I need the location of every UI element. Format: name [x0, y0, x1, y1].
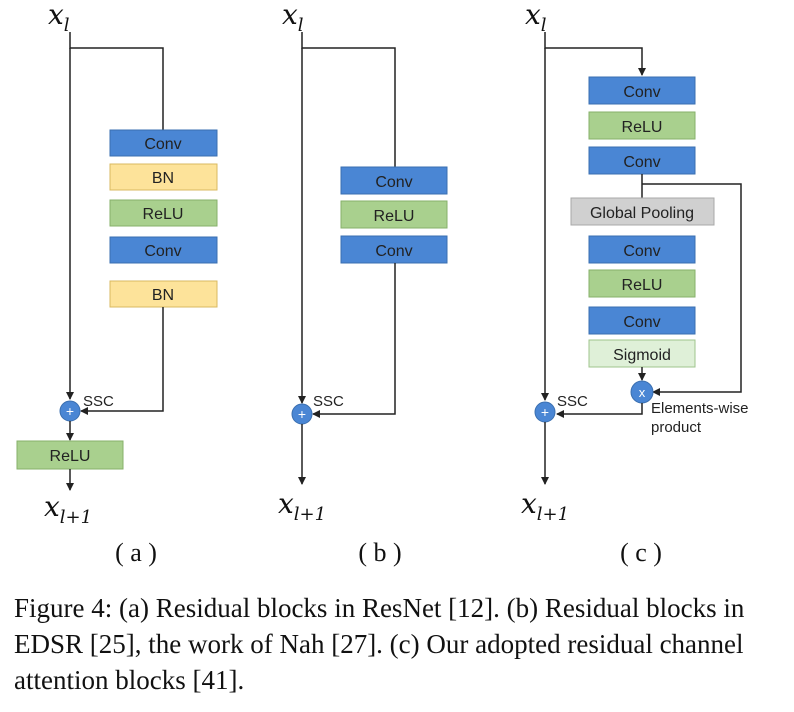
panel-c-attn-relu-label: ReLU [622, 277, 663, 294]
panel-c-conv-block-1 [588, 76, 696, 105]
panel-c-product-symbol: x [639, 385, 646, 400]
panel-c-global-pooling-label: Global Pooling [590, 205, 694, 222]
panel-b-relu-label: ReLU [374, 208, 415, 225]
panel-a-ssc-label: SSC [83, 393, 114, 410]
panel-a: xl Conv BN ReLU Conv BN + SSC ReLU xl+1 … [16, 0, 218, 567]
panel-b-relu-block [340, 200, 448, 229]
panel-a-bn-label-1: BN [152, 170, 174, 187]
panel-b-caption-label: ( b ) [358, 538, 401, 567]
panel-a-post-relu-block [16, 440, 124, 470]
panel-b-conv-block-1 [340, 166, 448, 195]
panel-b-input-branch [301, 32, 396, 167]
panel-a-conv-label-1: Conv [144, 136, 181, 153]
panel-c-output-label: xl+1 [521, 487, 569, 525]
figure-caption: Figure 4: (a) Residual blocks in ResNet … [14, 593, 745, 695]
panel-c-product-label-line1: Elements-wise [651, 400, 749, 417]
panel-a-add-symbol: + [66, 403, 74, 419]
panel-a-caption-label: ( a ) [115, 538, 157, 567]
panel-c-sigmoid-label: Sigmoid [613, 347, 671, 364]
panel-c-attn-relu-block [588, 269, 696, 298]
panel-c-feature-bypass [642, 183, 742, 396]
panel-c-relu-label-1: ReLU [622, 119, 663, 136]
panel-c-input-label: xl [525, 0, 547, 36]
panel-c-sigmoid-block [588, 339, 696, 368]
panel-c-input-branch [544, 32, 646, 76]
panel-c-attn-conv-block-1 [588, 235, 696, 264]
panel-a-bn-label-2: BN [152, 287, 174, 304]
residual-blocks-diagram: xl Conv BN ReLU Conv BN + SSC ReLU xl+1 … [16, 0, 749, 567]
panel-c-relu-block-1 [588, 111, 696, 140]
panel-a-output-label: xl+1 [44, 490, 92, 528]
panel-a-conv-block-2 [109, 236, 218, 264]
panel-b-add-symbol: + [298, 406, 306, 422]
panel-c-ssc-label: SSC [557, 393, 588, 410]
panel-b: xl Conv ReLU Conv + SSC xl+1 ( b ) [278, 0, 448, 567]
panel-b-conv-label-1: Conv [375, 174, 412, 191]
panel-b-conv-block-2 [340, 235, 448, 264]
panel-c-global-pooling-block [570, 197, 715, 226]
panel-c-residual-return [556, 403, 643, 418]
panel-c-add-symbol: + [541, 404, 549, 420]
panel-a-input-label: xl [48, 0, 70, 36]
panel-b-input-label: xl [282, 0, 304, 36]
panel-c-attn-conv-block-2 [588, 306, 696, 335]
panel-a-conv-label-2: Conv [144, 243, 181, 260]
panel-a-residual-return [80, 307, 164, 415]
panel-a-bn-block-2 [109, 280, 218, 308]
panel-c-attn-conv-label-2: Conv [623, 314, 660, 331]
panel-b-conv-label-2: Conv [375, 243, 412, 260]
panel-c-product-label-line2: product [651, 419, 702, 436]
panel-b-residual-return [312, 263, 396, 418]
panel-a-conv-block-1 [109, 129, 218, 157]
panel-a-relu-label: ReLU [143, 206, 184, 223]
panel-a-bn-block-1 [109, 163, 218, 191]
panel-a-relu-block [109, 199, 218, 227]
panel-c-attn-conv-label-1: Conv [623, 243, 660, 260]
panel-c-conv-label-2: Conv [623, 154, 660, 171]
panel-a-post-relu-label: ReLU [50, 448, 91, 465]
panel-c-conv-label-1: Conv [623, 84, 660, 101]
panel-c-caption-label: ( c ) [620, 538, 662, 567]
panel-b-output-label: xl+1 [278, 487, 326, 525]
panel-c: xl Conv ReLU Conv Global Pooling Conv Re… [521, 0, 749, 567]
panel-b-ssc-label: SSC [313, 393, 344, 410]
panel-a-input-branch [69, 32, 164, 130]
